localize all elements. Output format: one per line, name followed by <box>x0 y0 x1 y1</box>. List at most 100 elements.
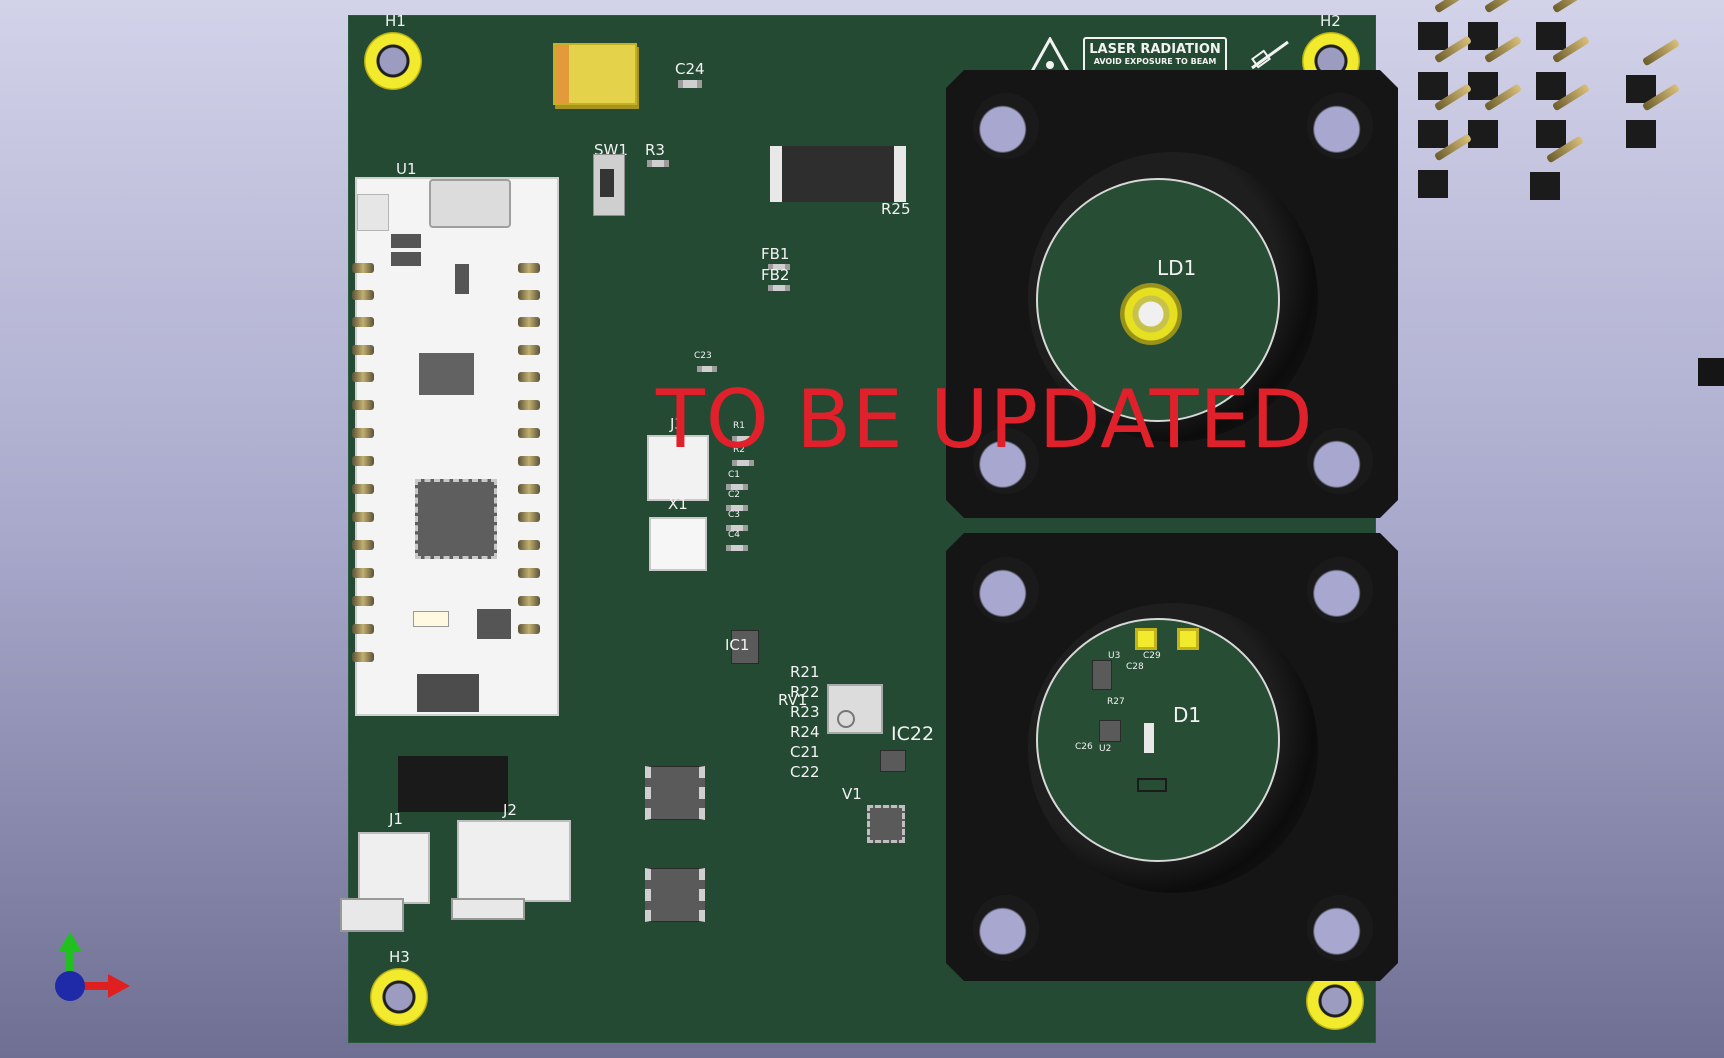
connector-j3[interactable] <box>647 435 709 501</box>
connector-j1-plug <box>340 898 404 932</box>
ref-label-c3: C3 <box>728 510 741 520</box>
mount-hole <box>1307 93 1373 159</box>
ref-label-ic1: IC1 <box>725 636 750 654</box>
resistor-r1 <box>732 436 754 442</box>
laser-warning-label: LASER RADIATION AVOID EXPOSURE TO BEAM <box>1083 37 1227 75</box>
ref-label-x1: X1 <box>668 495 688 513</box>
ref-label-sw1: SW1 <box>594 141 628 159</box>
ref-label-c29: C29 <box>1143 651 1161 661</box>
mounting-hole-h3 <box>370 968 428 1026</box>
ref-label-r21: R21 <box>790 663 820 681</box>
sensor-window <box>1137 778 1167 792</box>
ref-label-rv1: RV1 <box>778 691 808 709</box>
photodiode-pads <box>1144 723 1154 753</box>
offboard-part <box>1698 358 1724 386</box>
pin-header-part <box>1626 120 1656 148</box>
ref-label-v1: V1 <box>842 785 862 803</box>
capacitor-c24 <box>678 80 702 88</box>
ref-label-fb1: FB1 <box>761 245 790 263</box>
crystal-x1 <box>649 517 707 571</box>
ref-label-r3: R3 <box>645 141 665 159</box>
mounting-hole-h1 <box>364 32 422 90</box>
mount-hole <box>1307 428 1373 494</box>
ref-label-r1: R1 <box>733 421 745 431</box>
ref-label-ic22: IC22 <box>891 723 935 745</box>
ic-u2 <box>1099 720 1121 742</box>
connector-j1[interactable] <box>358 832 430 904</box>
ref-label-r23: R23 <box>790 703 820 721</box>
ref-label-u1: U1 <box>396 160 417 178</box>
ref-label-c1: C1 <box>728 470 741 480</box>
ref-label-c22: C22 <box>790 763 820 781</box>
ref-label-c28: C28 <box>1126 662 1144 672</box>
ref-label-h3: H3 <box>389 948 410 966</box>
ref-label-c26: C26 <box>1075 742 1093 752</box>
ref-label-j1: J1 <box>389 810 403 828</box>
pin-header-part <box>1536 22 1566 50</box>
resistor-r2 <box>732 460 754 466</box>
mount-hole <box>973 428 1039 494</box>
ref-label-c4: C4 <box>728 530 741 540</box>
resistor-r3 <box>647 160 669 167</box>
ref-label-r25: R25 <box>881 200 911 218</box>
mount-hole <box>973 557 1039 623</box>
ref-label-r27: R27 <box>1107 697 1125 707</box>
warning-subtitle: AVOID EXPOSURE TO BEAM <box>1093 57 1217 66</box>
ic-u3 <box>1092 660 1112 690</box>
mount-hole <box>1307 895 1373 961</box>
slide-switch-sw1[interactable] <box>593 154 625 216</box>
capacitor-c1 <box>726 484 748 490</box>
ref-label-c24: C24 <box>675 60 705 78</box>
pin-header-part <box>1536 72 1566 100</box>
ref-label-r22: R22 <box>790 683 820 701</box>
resistor-r25 <box>770 146 906 202</box>
laser-beam-icon <box>1248 38 1292 72</box>
ferrite-fb2 <box>768 285 790 291</box>
ref-label-d1: D1 <box>1173 703 1202 727</box>
ferrite-fb1 <box>768 264 790 270</box>
warning-title: LASER RADIATION <box>1089 42 1221 57</box>
pin-header-part <box>1418 22 1448 50</box>
ref-label-r24: R24 <box>790 723 820 741</box>
ref-label-u3: U3 <box>1108 651 1121 661</box>
ref-label-j3: J3 <box>670 415 684 433</box>
pin-header-part <box>1536 120 1566 148</box>
pin-header-part <box>1418 72 1448 100</box>
ref-label-c23: C23 <box>694 351 712 361</box>
capacitor-c23 <box>697 366 717 372</box>
tantalum-capacitor <box>553 43 637 105</box>
capacitor-c3 <box>726 525 748 531</box>
lens-aperture-d1 <box>1036 618 1280 862</box>
pad-gold <box>1135 628 1157 650</box>
ic-ic1 <box>731 630 759 664</box>
pin-header-part <box>1418 120 1448 148</box>
ref-label-h2: H2 <box>1320 12 1341 30</box>
xyz-axes-icon[interactable] <box>48 928 136 1004</box>
ref-label-r2: R2 <box>733 445 745 455</box>
pin-header-part <box>1530 172 1560 200</box>
mcu-module-u1[interactable] <box>355 177 559 716</box>
capacitor-c2 <box>726 505 748 511</box>
pin-header-part <box>1468 72 1498 100</box>
ic-v1 <box>867 805 905 843</box>
watermark-text: TO BE UPDATED <box>656 373 1314 466</box>
ic-tssop-upper <box>645 766 705 820</box>
ref-label-u2: U2 <box>1099 744 1112 754</box>
ref-label-j2: J2 <box>503 801 517 819</box>
capacitor-c4 <box>726 545 748 551</box>
mount-hole <box>973 895 1039 961</box>
pin-header-part <box>1418 170 1448 198</box>
connector-j2-plug <box>451 898 525 920</box>
ic-tssop-lower <box>645 868 705 922</box>
pin-header-part <box>1468 22 1498 50</box>
pad-gold <box>1177 628 1199 650</box>
trimmer-potentiometer-rv1[interactable] <box>827 684 883 734</box>
ref-label-ld1: LD1 <box>1157 256 1197 280</box>
connector-j2[interactable] <box>457 820 571 902</box>
ref-label-c21: C21 <box>790 743 820 761</box>
jumper-header[interactable] <box>398 756 508 812</box>
laser-diode-ld1 <box>1120 283 1182 345</box>
mount-hole <box>1307 557 1373 623</box>
ref-label-h1: H1 <box>385 12 406 30</box>
ref-label-fb2: FB2 <box>761 266 790 284</box>
